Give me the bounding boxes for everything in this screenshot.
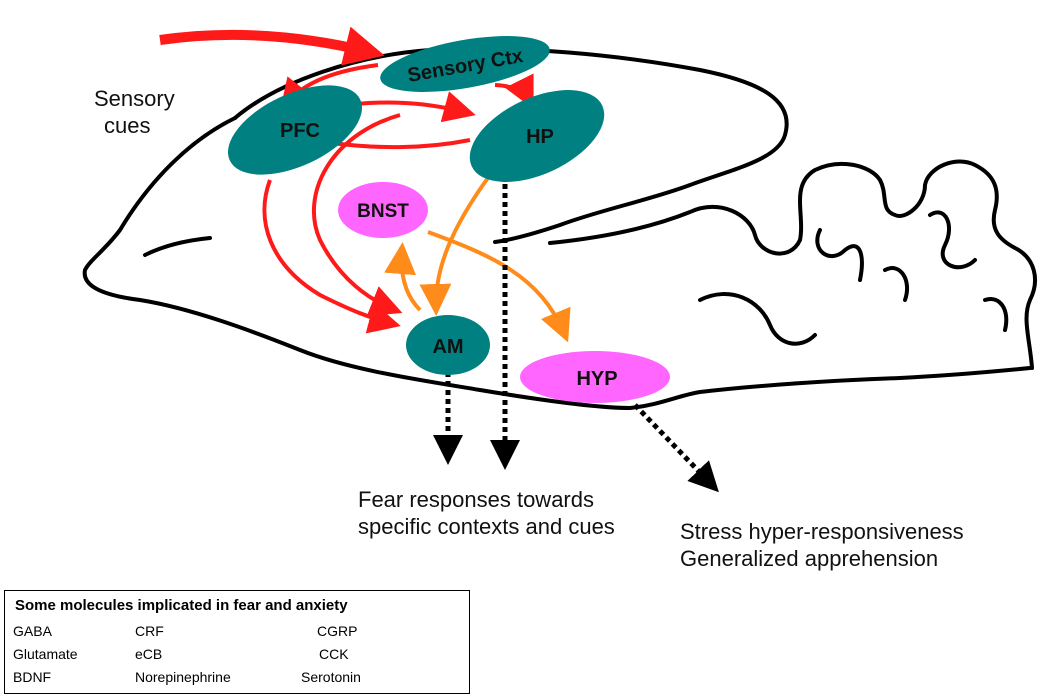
cerebellum-fold-3 xyxy=(883,266,909,302)
bnst-label: BNST xyxy=(357,201,409,222)
sensory-cues-label: Sensory cues xyxy=(94,85,175,139)
cerebellum-fold-4 xyxy=(983,297,1009,332)
fear-output-line2: specific contexts and cues xyxy=(358,514,615,539)
molecule-cck: CCK xyxy=(319,646,349,662)
cerebellum-outline xyxy=(548,159,1037,370)
sensory-cues-line1: Sensory xyxy=(94,86,175,111)
olfactory-fold xyxy=(143,236,212,257)
arrow-am-to-hp xyxy=(324,138,471,150)
fear-response-output: Fear responses towards specific contexts… xyxy=(358,486,615,540)
arrow-ctx-to-hp xyxy=(494,73,534,110)
pfc-label: PFC xyxy=(280,120,320,142)
am-label: AM xyxy=(432,336,463,358)
arrow-hp-to-am xyxy=(311,113,403,316)
output-arrows xyxy=(433,175,719,493)
legend-title: Some molecules implicated in fear and an… xyxy=(15,597,348,614)
node-hyp: HYP xyxy=(520,351,670,403)
brainstem-fold xyxy=(698,292,817,346)
arrow-am-to-bnst xyxy=(384,242,422,312)
brain-main-outline xyxy=(233,46,789,244)
stress-output: Stress hyper-responsiveness Generalized … xyxy=(680,518,964,572)
stress-output-line2: Generalized apprehension xyxy=(680,546,939,571)
orange-pathways xyxy=(384,173,571,343)
molecule-glutamate: Glutamate xyxy=(13,646,78,662)
molecule-ecb: eCB xyxy=(135,646,163,662)
node-sensory-ctx: Sensory Ctx xyxy=(380,36,550,92)
node-am: AM xyxy=(406,315,490,375)
molecule-norepinephrine: Norepinephrine xyxy=(135,669,231,685)
node-bnst: BNST xyxy=(338,182,428,238)
node-pfc: PFC xyxy=(227,85,363,175)
dotted-arrow-hyp xyxy=(633,403,719,493)
molecule-crf: CRF xyxy=(135,623,164,639)
sensory-cues-line2: cues xyxy=(104,113,151,138)
molecule-serotonin: Serotonin xyxy=(301,669,361,685)
cerebellum-fold-2 xyxy=(928,210,977,270)
cerebellum-fold-1 xyxy=(815,228,864,282)
molecule-gaba: GABA xyxy=(13,623,52,639)
node-hp: HP xyxy=(469,90,605,182)
fear-output-line1: Fear responses towards xyxy=(358,487,594,512)
hyp-label: HYP xyxy=(576,368,617,390)
molecule-cgrp: CGRP xyxy=(317,623,358,639)
sensory-input-arrow xyxy=(159,26,385,66)
arrow-pfc-to-am xyxy=(262,179,401,334)
arrow-hp-to-am-orange xyxy=(419,173,492,316)
hp-label: HP xyxy=(526,126,554,148)
stress-output-line1: Stress hyper-responsiveness xyxy=(680,519,964,544)
molecules-legend: Some molecules implicated in fear and an… xyxy=(4,590,470,694)
molecule-bdnf: BDNF xyxy=(13,669,52,685)
red-pathways xyxy=(262,63,534,334)
brain-outline xyxy=(82,46,1037,410)
brain-lower-outline xyxy=(82,116,1032,410)
arrow-bnst-to-hyp xyxy=(427,230,571,343)
